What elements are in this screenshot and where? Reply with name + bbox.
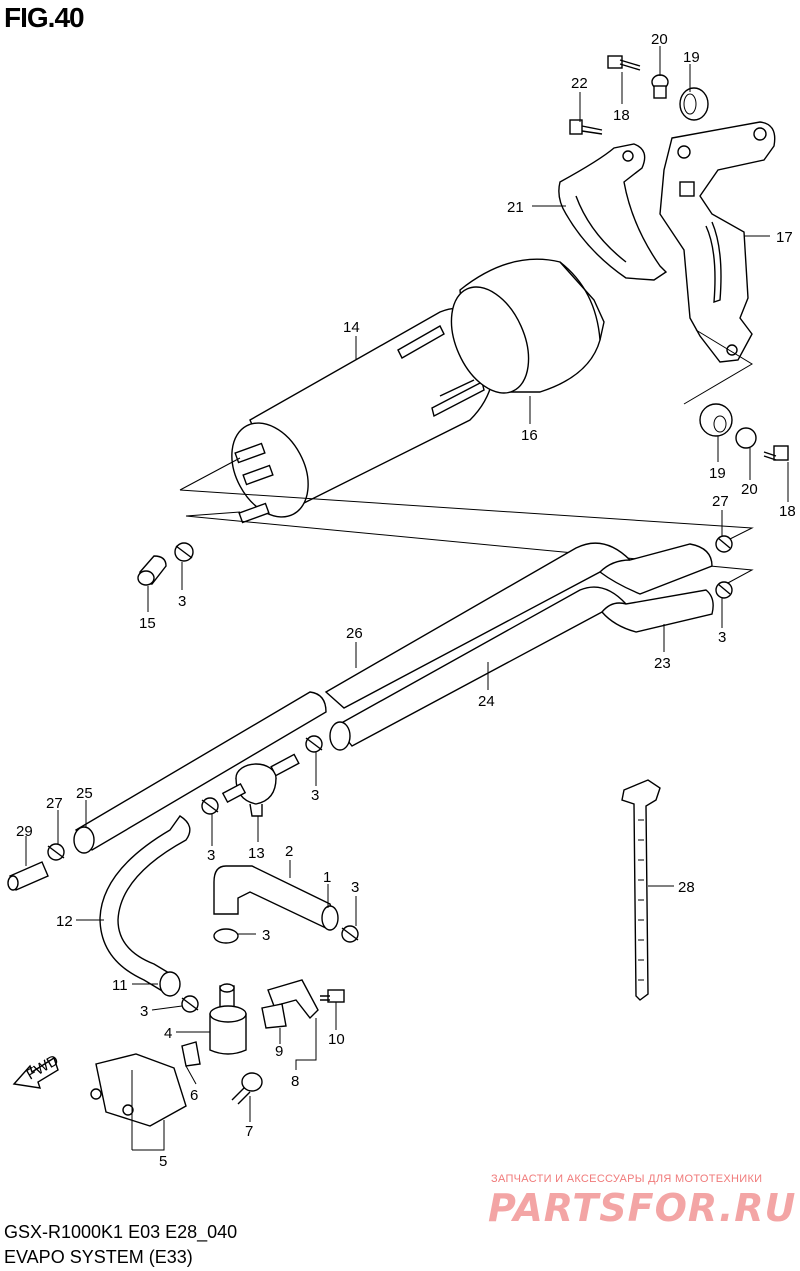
leader-lines [25,46,789,1151]
bracket-8 [261,979,319,1029]
hose-25 [73,691,327,854]
callout-16: 16 [521,427,538,444]
callout-13: 13 [248,845,265,862]
callout-28: 28 [678,879,695,896]
callout-20-bottom: 20 [741,481,758,498]
clamp-3-joint [181,995,199,1013]
band-21 [558,143,668,281]
bracket-17 [659,121,776,363]
hose-12 [99,815,191,997]
callout-24: 24 [478,693,495,710]
callout-20-top: 20 [651,31,668,48]
cover-16 [450,258,605,394]
cap-15 [137,555,167,586]
watermark-tagline: ЗАПЧАСТИ И АКСЕССУАРЫ ДЛЯ МОТОТЕХНИКИ [491,1173,763,1185]
tie-28 [621,779,661,1001]
callout-18-bottom: 18 [779,503,796,520]
callout-3-hose2: 3 [262,927,270,944]
clamp-3-hose12 [201,797,219,815]
bolt-10 [320,989,345,1003]
callout-29: 29 [16,823,33,840]
callout-10: 10 [328,1031,345,1048]
clamp-3-top [715,581,733,599]
callout-3-hose1: 3 [351,879,359,896]
clamp-3-mid [305,735,323,753]
hose-2 [213,865,339,931]
callout-19-bottom: 19 [709,465,726,482]
hose-26 [324,542,713,709]
callout-14: 14 [343,319,360,336]
grommet-19-top [679,87,709,121]
canister-14 [231,307,495,524]
bolt-22 [569,119,603,135]
screw-7 [231,1072,263,1105]
bracket-5 [90,1041,201,1127]
callout-12: 12 [56,913,73,930]
callout-2: 2 [285,843,293,860]
clamp-3-hose1 [341,925,359,943]
figure-title: FIG.40 [4,2,85,33]
bolt-18-bottom [763,445,789,461]
callout-7: 7 [245,1123,253,1140]
grommet-19-bottom [699,403,733,437]
callout-9: 9 [275,1043,283,1060]
callout-21: 21 [507,199,524,216]
callout-15: 15 [139,615,156,632]
callout-3-joint: 3 [140,1003,148,1020]
callout-17: 17 [776,229,793,246]
clamp-3-hose2 [213,928,239,944]
clamp-27-top [715,535,733,553]
callout-3-top-right: 3 [718,629,726,646]
callout-27-left: 27 [46,795,63,812]
fwd-arrow-icon: FWD [12,1052,62,1089]
collar-20-bottom [735,427,757,449]
watermark-brand: PARTSFOR.RU [488,1186,797,1230]
callout-26: 26 [346,625,363,642]
clamp-3-left [174,542,194,562]
hose-24 [329,586,714,751]
callout-22: 22 [571,75,588,92]
footer-model-code: GSX-R1000K1 E03 E28_040 [4,1222,238,1242]
callout-4: 4 [164,1025,172,1042]
callout-5: 5 [159,1153,167,1170]
callout-3-top-left: 3 [178,593,186,610]
callout-6: 6 [190,1087,198,1104]
collar-20-top [651,74,669,99]
bolt-18-top [607,55,641,71]
callout-3-mid: 3 [311,787,319,804]
clamp-27-left [47,843,65,861]
callout-25: 25 [76,785,93,802]
callout-11: 11 [112,977,128,994]
joint-4 [209,983,247,1055]
callout-23: 23 [654,655,671,672]
callout-labels: 20 19 22 18 21 17 14 16 19 20 18 27 3 15… [16,31,796,1170]
pipe-29 [7,861,49,891]
footer-system-name: EVAPO SYSTEM (E33) [4,1247,193,1267]
callout-1: 1 [323,869,331,886]
callout-27-top: 27 [712,493,729,510]
callout-3-hose12: 3 [207,847,215,864]
callout-8: 8 [291,1073,299,1090]
valve-13 [221,753,300,817]
callout-19-top: 19 [683,49,700,66]
callout-18-top: 18 [613,107,630,124]
